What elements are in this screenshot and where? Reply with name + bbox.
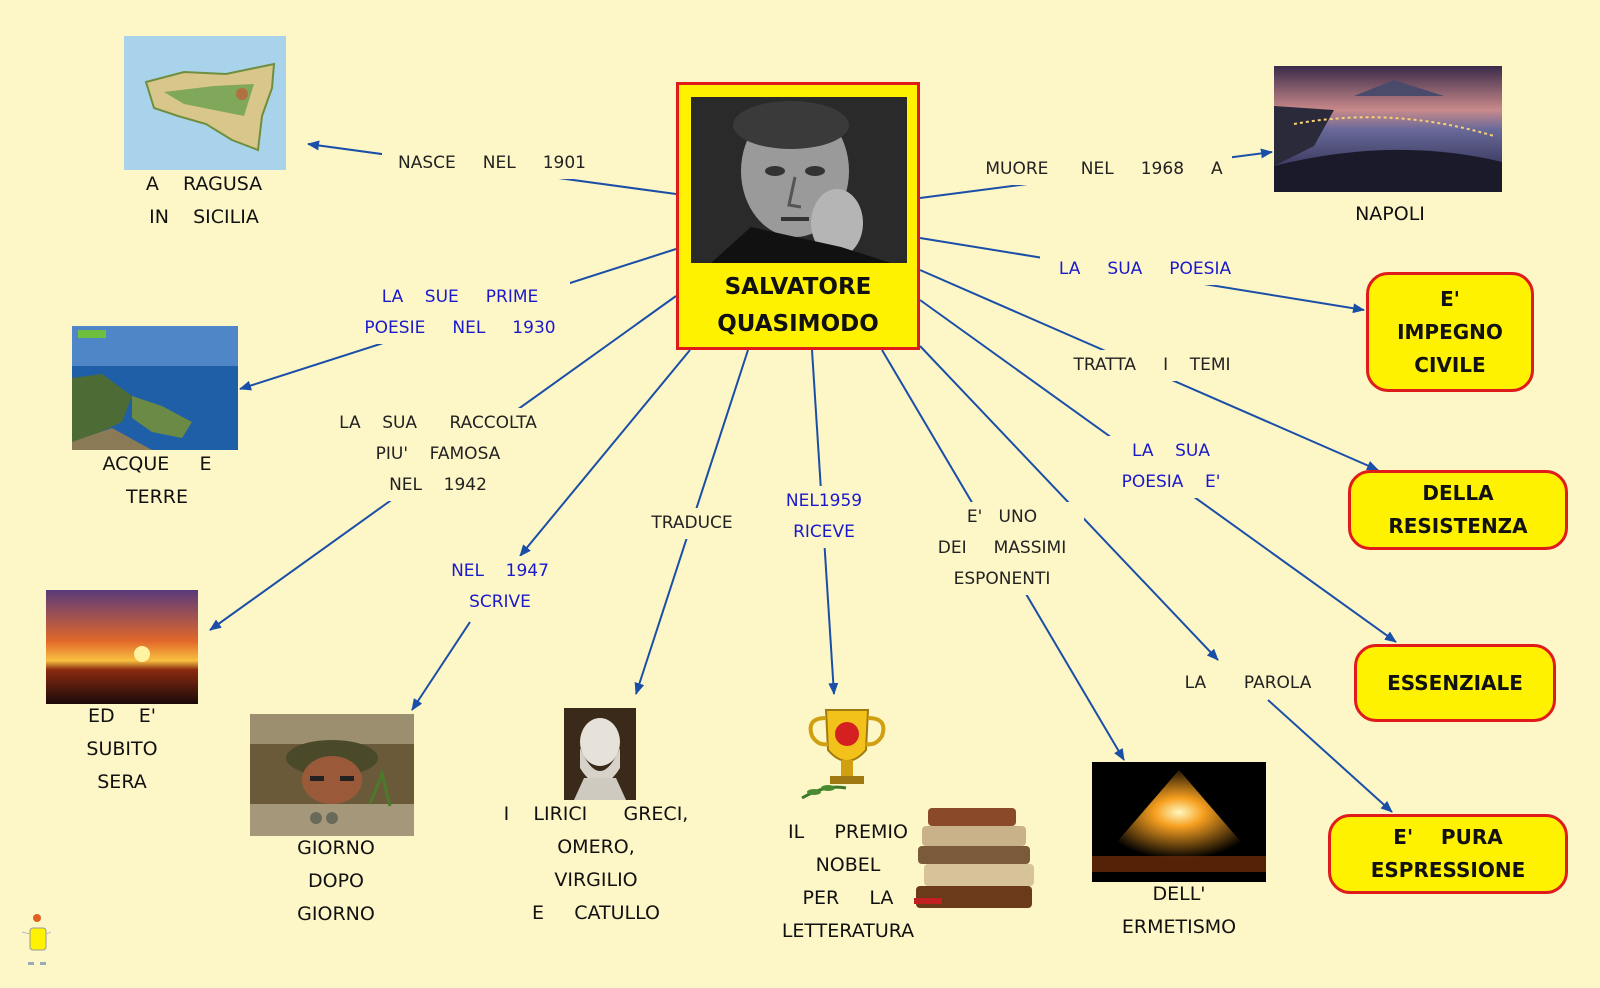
node-premio-nobel: IL PREMIO NOBEL PER LA LETTERATURA	[781, 821, 915, 942]
naples-bay-image	[1274, 66, 1502, 192]
link-label-la-parola: LA PAROLA	[1164, 668, 1332, 699]
link-label-sua-poesia: LA SUA POESIA	[1040, 254, 1250, 285]
center-node-quasimodo[interactable]: SALVATORE QUASIMODO	[676, 82, 920, 350]
trophy-icon	[796, 702, 898, 808]
arrow-scrive-2	[411, 621, 471, 711]
soldier-image	[250, 714, 414, 836]
link-label-tratta-temi: TRATTA I TEMI	[1060, 350, 1244, 381]
center-node-label: SALVATORE QUASIMODO	[717, 274, 879, 337]
link-label-prime-poesie: LA SUE PRIME POESIE NEL 1930	[350, 282, 570, 344]
sicily-map-image	[124, 36, 286, 170]
robot-logo-icon	[18, 912, 52, 970]
node-essenziale[interactable]: ESSENZIALE	[1354, 644, 1556, 722]
portrait-photo	[691, 97, 907, 263]
link-label-poesia-e: LA SUA POESIA E'	[1100, 436, 1242, 498]
node-lirici-greci: I LIRICI GRECI, OMERO, VIRGILIO E CATULL…	[503, 803, 689, 924]
link-label-riceve: NEL1959 RICEVE	[774, 486, 874, 548]
node-pura-espressione[interactable]: E' PURA ESPRESSIONE	[1328, 814, 1568, 894]
node-ragusa: A RAGUSA IN SICILIA	[145, 173, 263, 228]
bust-image	[564, 708, 636, 800]
link-label-nasce: NASCE NEL 1901	[382, 148, 602, 179]
coast-image	[72, 326, 238, 450]
link-label-traduce: TRADUCE	[640, 508, 744, 539]
link-label-raccolta: LA SUA RACCOLTA PIU' FAMOSA NEL 1942	[314, 408, 562, 501]
node-resistenza[interactable]: DELLA RESISTENZA	[1348, 470, 1568, 550]
link-label-muore: MUORE NEL 1968 A	[976, 154, 1232, 185]
node-acque-terre: ACQUE E TERRE	[102, 453, 212, 508]
node-napoli: NAPOLI	[1355, 203, 1425, 225]
sunset-image	[46, 590, 198, 704]
node-impegno-civile[interactable]: E' IMPEGNO CIVILE	[1366, 272, 1534, 392]
node-ed-e-subito-sera: ED E' SUBITO SERA	[86, 705, 158, 793]
pyramid-light-image	[1092, 762, 1266, 882]
link-label-esponenti: E' UNO DEI MASSIMI ESPONENTI	[920, 502, 1084, 595]
link-label-scrive: NEL 1947 SCRIVE	[440, 556, 560, 618]
books-icon	[914, 804, 1042, 912]
node-ermetismo: DELL' ERMETISMO	[1121, 883, 1237, 938]
node-giorno-dopo-giorno: GIORNO DOPO GIORNO	[297, 837, 375, 925]
